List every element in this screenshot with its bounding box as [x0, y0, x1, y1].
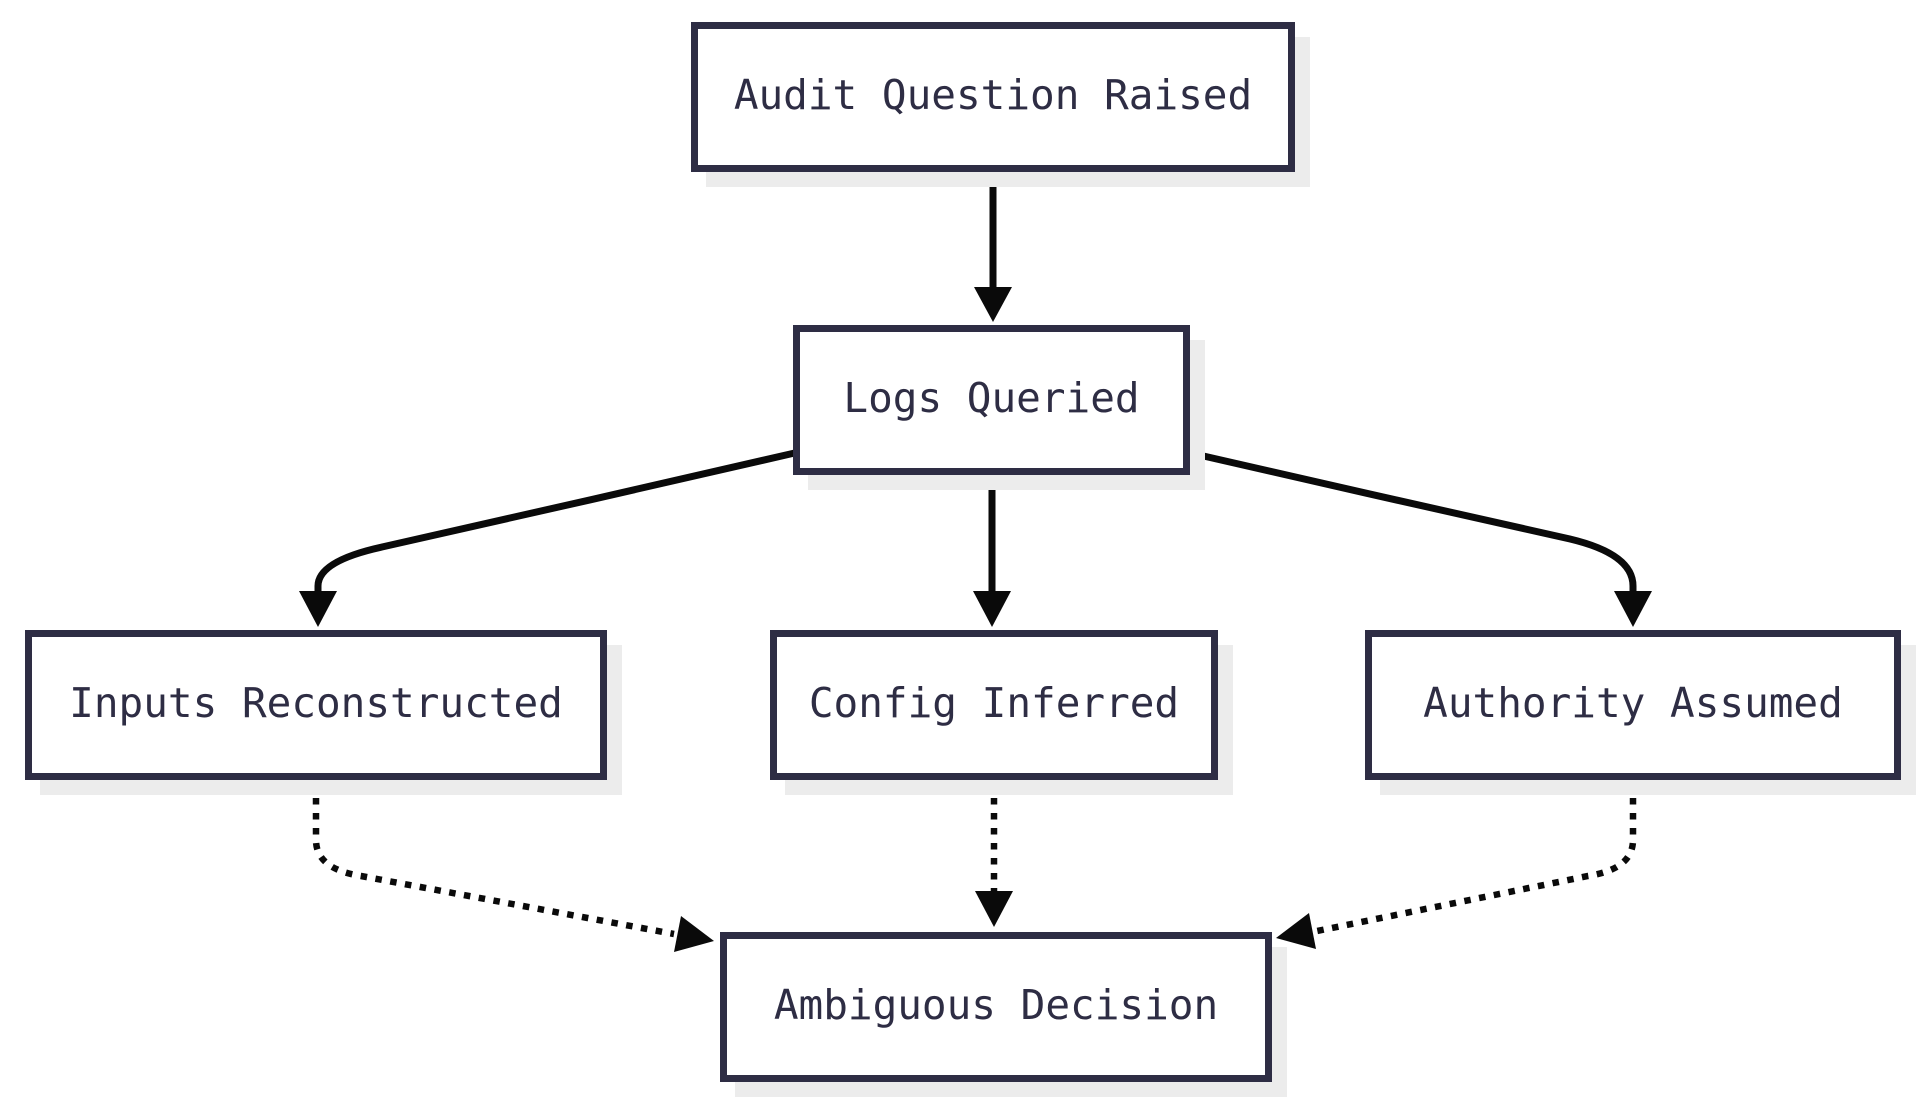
node-label: Audit Question Raised: [733, 71, 1253, 119]
node-label: Authority Assumed: [1423, 679, 1843, 727]
node-label: Ambiguous Decision: [773, 981, 1219, 1029]
node-label: Logs Queried: [843, 374, 1140, 422]
edge-logs-queried-to-config-inferred-arrowhead: [973, 591, 1011, 627]
edge-logs-queried-to-authority-assumed-line: [1185, 448, 1637, 592]
node-inputs-reconstructed: Inputs Reconstructed: [25, 630, 607, 780]
edge-inputs-reconstructed-to-ambiguous-decision-arrowhead: [674, 916, 714, 952]
node-logs-queried: Logs Queried: [793, 325, 1190, 475]
edge-logs-queried-to-inputs-reconstructed-arrowhead: [299, 591, 337, 627]
node-label: Inputs Reconstructed: [69, 679, 563, 727]
edge-authority-assumed-to-ambiguous-decision-arrowhead: [1276, 913, 1316, 949]
node-ambiguous-decision: Ambiguous Decision: [720, 932, 1272, 1082]
edge-audit-question-to-logs-queried-arrowhead: [974, 287, 1012, 322]
node-label: Config Inferred: [808, 679, 1180, 727]
edge-config-inferred-to-ambiguous-decision-arrowhead: [975, 891, 1013, 927]
edge-logs-queried-to-inputs-reconstructed-line: [314, 448, 800, 592]
node-config-inferred: Config Inferred: [770, 630, 1218, 780]
edge-inputs-reconstructed-to-ambiguous-decision-line: [312, 783, 675, 938]
node-authority-assumed: Authority Assumed: [1365, 630, 1901, 780]
edge-logs-queried-to-authority-assumed-arrowhead: [1614, 591, 1652, 627]
node-audit-question-raised: Audit Question Raised: [691, 22, 1295, 172]
edge-authority-assumed-to-ambiguous-decision-line: [1311, 783, 1637, 936]
